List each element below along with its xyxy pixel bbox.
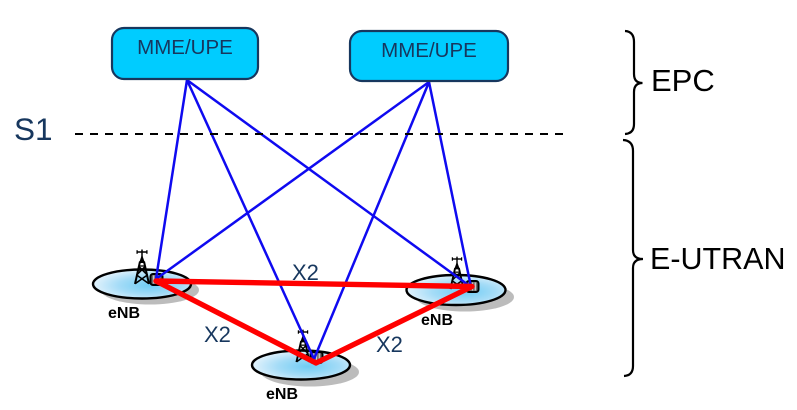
svg-text:eNB: eNB xyxy=(421,312,453,329)
svg-text:E-UTRAN: E-UTRAN xyxy=(650,242,786,276)
svg-text:eNB: eNB xyxy=(108,305,140,322)
svg-text:X2: X2 xyxy=(376,332,403,357)
svg-text:X2: X2 xyxy=(292,260,319,285)
svg-text:MME/UPE: MME/UPE xyxy=(381,39,477,62)
svg-text:eNB: eNB xyxy=(266,386,298,403)
svg-text:S1: S1 xyxy=(14,111,53,147)
svg-text:X2: X2 xyxy=(204,322,231,347)
svg-text:EPC: EPC xyxy=(651,63,715,98)
svg-text:MME/UPE: MME/UPE xyxy=(137,36,233,59)
